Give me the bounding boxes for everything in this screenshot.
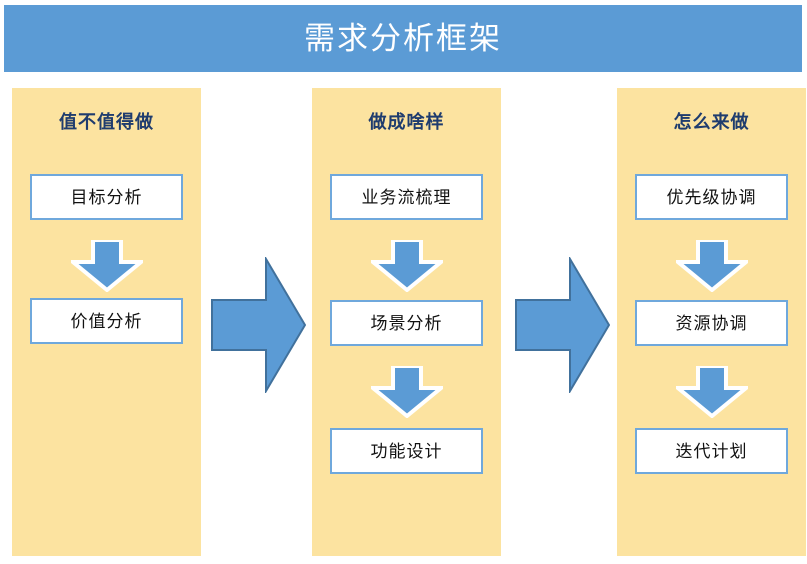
step-box-2-3[interactable]: 功能设计 bbox=[330, 428, 483, 474]
diagram-title-bar: 需求分析框架 bbox=[4, 5, 802, 72]
step-box-2-2[interactable]: 场景分析 bbox=[330, 300, 483, 346]
step-box-2-1-label: 业务流梳理 bbox=[361, 187, 452, 207]
step-box-1-1-label: 目标分析 bbox=[70, 187, 143, 207]
step-box-3-3-label: 迭代计划 bbox=[675, 441, 748, 461]
step-box-3-1-label: 优先级协调 bbox=[666, 187, 757, 207]
step-box-3-3[interactable]: 迭代计划 bbox=[635, 428, 788, 474]
arrow-down-icon bbox=[676, 240, 748, 292]
phase-column-1: 值不值得做 目标分析 价值分析 bbox=[12, 88, 201, 556]
phase-column-2-heading: 做成啥样 bbox=[368, 112, 445, 133]
step-box-3-2[interactable]: 资源协调 bbox=[635, 300, 788, 346]
arrow-down-icon bbox=[71, 240, 143, 292]
step-box-1-2[interactable]: 价值分析 bbox=[30, 298, 183, 344]
step-box-1-2-label: 价值分析 bbox=[70, 311, 143, 331]
step-box-2-3-label: 功能设计 bbox=[370, 441, 443, 461]
phase-column-3-heading: 怎么来做 bbox=[673, 112, 750, 133]
step-box-3-2-label: 资源协调 bbox=[675, 313, 748, 333]
step-box-2-1[interactable]: 业务流梳理 bbox=[330, 174, 483, 220]
arrow-down-icon bbox=[371, 366, 443, 418]
arrow-right-icon bbox=[515, 257, 610, 393]
arrow-down-icon bbox=[371, 240, 443, 292]
phase-column-3: 怎么来做 优先级协调 资源协调 迭代计划 bbox=[617, 88, 806, 556]
phase-column-2: 做成啥样 业务流梳理 场景分析 功能设计 bbox=[312, 88, 501, 556]
page-title: 需求分析框架 bbox=[304, 21, 502, 56]
step-box-2-2-label: 场景分析 bbox=[370, 313, 443, 333]
step-box-1-1[interactable]: 目标分析 bbox=[30, 174, 183, 220]
arrow-down-icon bbox=[676, 366, 748, 418]
phase-column-1-heading: 值不值得做 bbox=[59, 112, 154, 133]
step-box-3-1[interactable]: 优先级协调 bbox=[635, 174, 788, 220]
arrow-right-icon bbox=[211, 257, 306, 393]
